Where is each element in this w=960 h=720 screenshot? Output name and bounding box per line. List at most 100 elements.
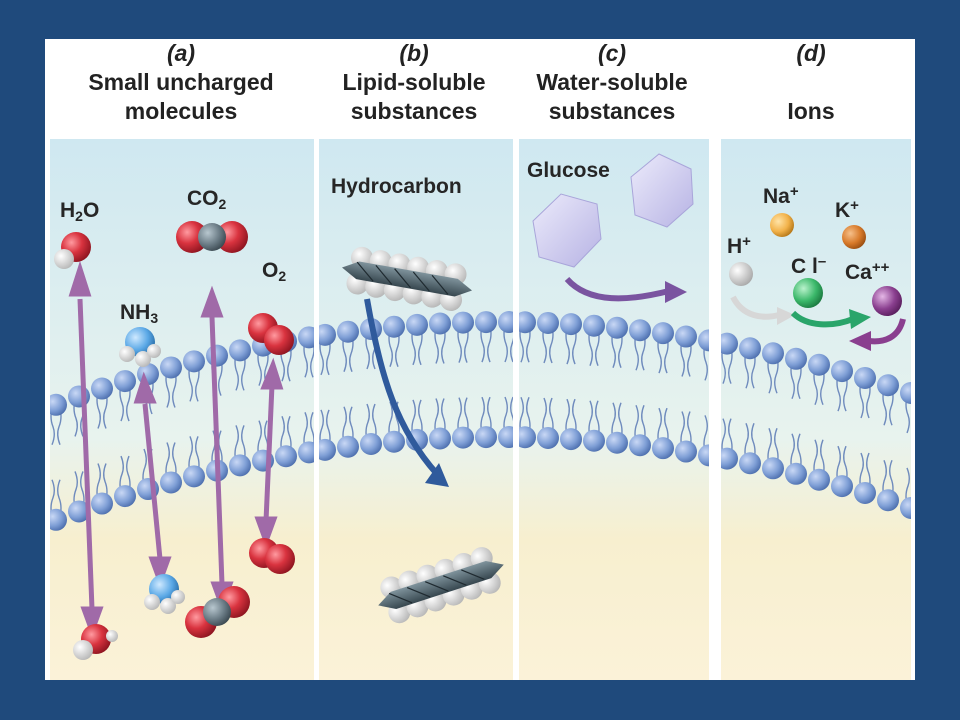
h2o-molecule-bottom [73,624,118,660]
lipid-head [675,440,697,463]
carbon-bond [388,592,413,604]
lipid-head [91,492,113,515]
lipid-head [383,430,405,453]
panel-c-title-line2: substances [548,98,676,124]
lipid-bilayer-c [519,311,709,467]
lipid-head [831,475,853,498]
panel-a-title-line2: molecules [124,98,238,124]
na-label: Na+ [763,183,799,208]
lipid-head [475,426,497,449]
panel-a: H2O NH3 CO2 O2 [50,139,314,680]
ca-label: Ca++ [845,259,890,284]
panel-b-art [319,246,513,624]
h-ion-arrow [730,295,780,320]
lipid-head [429,427,451,450]
lipid-head [854,481,876,504]
h2o-molecule-top [54,232,91,269]
glucose-arrow [564,276,670,302]
lipid-head [160,471,182,494]
lipid-head [206,344,228,367]
lipid-head [50,393,67,416]
lipid-head [91,377,113,400]
lipid-head [298,326,314,349]
panel-c-title-line1: Water-soluble [536,69,688,95]
lipid-head [429,312,451,335]
lipid-head [68,385,90,408]
carbon-bond [375,265,393,285]
lipid-head [452,311,474,334]
lipid-head [606,316,628,339]
nh3-arrowhead-up [133,371,157,404]
lipid-head [160,356,182,379]
panel-d-art [721,213,911,519]
diffusion-arrows [68,260,284,639]
k-ion [842,225,866,249]
lipid-head [762,342,784,365]
panel-c-art [519,153,709,467]
panel-d-letter: (d) [796,40,826,66]
o2-label: O2 [262,259,287,284]
lipid-head [498,311,513,334]
nh3-label: NH3 [120,301,159,326]
h-ion-arrowhead [777,307,795,325]
o2-molecule-top [248,313,294,355]
hydrocarbon-molecule-bottom [378,547,504,624]
nh3-molecule-top [119,327,161,367]
lipid-head [808,353,830,376]
hydrocarbon-arrow [364,298,440,476]
lipid-head [854,366,876,389]
o2-arrow [263,384,275,522]
lipid-head [319,438,336,461]
lipid-head [452,426,474,449]
h2o-label: H2O [60,199,100,224]
glucose-arrowhead [665,281,687,303]
lipid-head [808,468,830,491]
lipid-head [721,447,738,470]
carbon-bond [424,581,449,592]
h-label: H+ [727,233,751,258]
cl-ion-arrow [790,310,855,328]
lipid-head [498,426,513,449]
lipid-head [50,508,67,531]
lipid-head [606,431,628,454]
lipid-head [406,313,428,336]
panel-c-letter: (c) [597,40,627,66]
panel-d-title-line2: Ions [787,98,835,124]
lipid-head [762,457,784,480]
hydrocarbon-arrowhead [425,463,449,487]
carbon-bond [461,569,485,580]
lipid-head [785,462,807,485]
h-ion [729,262,753,286]
k-label: K+ [835,197,859,222]
nh3-molecule-bottom [144,574,185,614]
panel-b-title-line2: substances [350,98,478,124]
h2o-arrowhead-down [80,606,104,639]
cl-label: C l– [791,253,827,278]
panel-b-letter: (b) [399,40,429,66]
panel-a-letter: (a) [166,40,196,66]
nh3-arrow [142,403,163,560]
lipid-head [583,314,605,337]
panel-b-header: (b) Lipid-soluble substances [319,39,509,139]
co2-molecule-bottom [185,586,250,638]
lipid-bilayer-a [50,326,314,531]
lipid-head [229,454,251,477]
lipid-head [583,429,605,452]
lipid-head [721,332,738,355]
lipid-head [537,426,559,449]
cl-ion-arrowhead [849,309,871,329]
lipid-bilayer-b [319,311,513,461]
ca-ion-arrow [868,318,906,345]
lipid-head [475,311,497,334]
lipid-head [739,337,761,360]
lipid-head [877,374,899,397]
h2o-arrow [77,298,95,610]
carbon-bond [431,274,449,295]
ca-ion [872,286,902,316]
panel-c: Glucose [519,139,709,680]
lipid-head [319,323,336,346]
lipid-head [698,444,709,467]
lipid-head [698,329,709,352]
lipid-head [183,465,205,488]
lipid-head [68,500,90,523]
